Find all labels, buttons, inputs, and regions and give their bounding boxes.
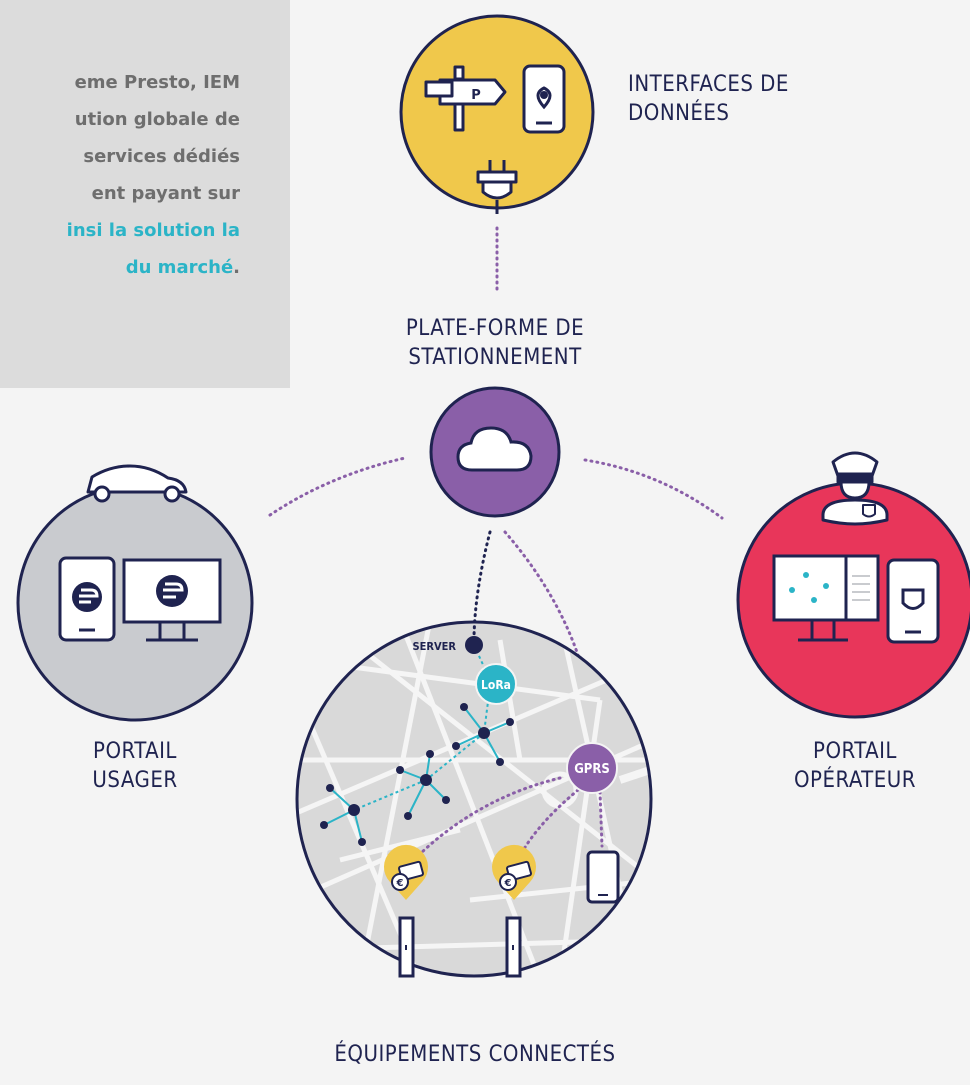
server-dot: [465, 636, 483, 654]
sensor-nodes: [320, 703, 514, 846]
monitor-map-icon: [772, 554, 880, 642]
platform-node: [429, 386, 561, 518]
lora-label: LoRa: [481, 678, 511, 692]
equipment-node: SERVER LoRa GPRS € €: [295, 530, 653, 978]
connector-user: [268, 456, 407, 517]
euro-symbol-1: €: [396, 878, 404, 889]
user-portal-node: [16, 464, 254, 722]
intro-paragraph: eme Presto, IEM ution globale de service…: [0, 64, 240, 286]
payment-pin-icon: €: [491, 844, 536, 900]
server-link: [472, 530, 492, 639]
phone-shield-icon: [886, 558, 940, 644]
intro-line-6: du marché: [125, 257, 234, 278]
platform-label: PLATE-FORME DE STATIONNEMENT: [380, 314, 610, 372]
intro-line-5: insi la solution la: [66, 220, 240, 241]
user-portal-label: PORTAIL USAGER: [40, 737, 230, 795]
interfaces-label-line2: DONNÉES: [628, 101, 730, 126]
payment-pin-icon: €: [384, 844, 428, 900]
intro-text-box: eme Presto, IEM ution globale de service…: [0, 0, 290, 388]
cloud-icon: [456, 426, 533, 472]
intro-line-6-wrap: du marché.: [0, 249, 240, 286]
gprs-badge: [566, 742, 618, 794]
lora-badge: [475, 663, 517, 705]
connector-gprs: [503, 530, 597, 747]
intro-line-4: ent payant sur: [91, 183, 240, 204]
intro-line-1: eme Presto, IEM: [74, 72, 240, 93]
intro-period: .: [233, 257, 240, 278]
gprs-links: [404, 776, 604, 870]
interfaces-label: INTERFACES DE DONNÉES: [628, 70, 789, 128]
operator-portal-label-line2: OPÉRATEUR: [793, 768, 917, 793]
operator-portal-label-line1: PORTAIL: [813, 739, 897, 764]
signpost-icon: P: [424, 65, 507, 132]
operator-portal-label: PORTAIL OPÉRATEUR: [760, 737, 950, 795]
user-portal-label-line1: PORTAIL: [93, 739, 177, 764]
user-portal-label-line2: USAGER: [92, 768, 178, 793]
phone-location-icon: [522, 64, 566, 134]
equipment-label: ÉQUIPEMENTS CONNECTÉS: [300, 1040, 650, 1069]
car-icon: [86, 464, 188, 503]
parking-letter: P: [471, 88, 481, 103]
connectors: [268, 226, 724, 747]
police-officer-icon: [821, 451, 889, 526]
interfaces-node: P: [399, 14, 595, 214]
equipment-label-text: ÉQUIPEMENTS CONNECTÉS: [334, 1042, 616, 1067]
plug-icon: [476, 160, 518, 214]
platform-label-line2: STATIONNEMENT: [408, 345, 582, 370]
operator-portal-node: [736, 451, 970, 719]
euro-symbol-2: €: [504, 878, 512, 889]
parking-terminal-icon: [398, 916, 415, 978]
connector-operator: [583, 458, 724, 520]
equipment-map-circle: [297, 622, 651, 976]
intro-line-3: services dédiés: [83, 146, 240, 167]
phone-app-icon: [58, 556, 116, 642]
server-label: SERVER: [412, 640, 456, 653]
smartphone-icon: [586, 850, 620, 904]
platform-label-line1: PLATE-FORME DE: [405, 316, 585, 341]
parking-terminal-icon: [505, 916, 522, 978]
monitor-app-icon: [122, 558, 222, 642]
interfaces-label-line1: INTERFACES DE: [628, 72, 789, 97]
intro-line-2: ution globale de: [74, 109, 240, 130]
gprs-label: GPRS: [574, 762, 610, 777]
